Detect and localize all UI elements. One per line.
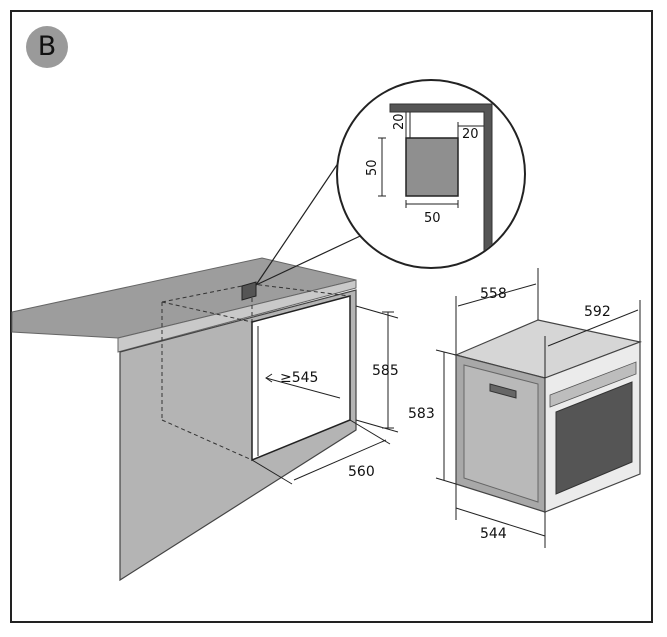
- magnifier-callout: 20 20 50 50: [255, 79, 526, 286]
- detail-left-label: 50: [365, 159, 380, 176]
- oven-side-inset: [463, 364, 539, 503]
- height-dimension-lines: [355, 305, 399, 433]
- cabinet-group: 585 560 ≥545: [11, 257, 399, 582]
- depth-dimension-lines: [251, 419, 391, 485]
- cabinet-depth-label: 560: [348, 464, 375, 480]
- oven-width-bottom-label: 544: [480, 526, 507, 542]
- oven-window: [555, 381, 633, 495]
- oven-bracket: [489, 383, 517, 399]
- detail-dimension-lines: [378, 112, 484, 208]
- cabinet-height-label: 585: [372, 363, 399, 379]
- callout-line-upper: [255, 149, 348, 286]
- oven-depth-label: 592: [584, 304, 611, 320]
- detail-top-right-label: 20: [462, 127, 479, 142]
- oven-group: 558 592 583 544: [408, 268, 643, 548]
- vent-opening: [241, 281, 257, 301]
- wall-corner: [389, 103, 493, 267]
- figure-badge: B: [26, 26, 68, 68]
- countertop-edge: [117, 279, 357, 353]
- detail-bottom-label: 50: [424, 211, 441, 226]
- inner-depth-dimension-lines: [265, 373, 341, 399]
- detail-top-left-label: 20: [392, 113, 407, 130]
- callout-line-lower: [255, 229, 374, 286]
- vent-square: [405, 137, 459, 197]
- oven-dimension-lines: [435, 268, 641, 548]
- oven-control-strip: [549, 361, 637, 408]
- inner-depth-label: ≥545: [280, 370, 318, 386]
- oven-width-top-label: 558: [480, 286, 507, 302]
- oven-height-label: 583: [408, 406, 435, 422]
